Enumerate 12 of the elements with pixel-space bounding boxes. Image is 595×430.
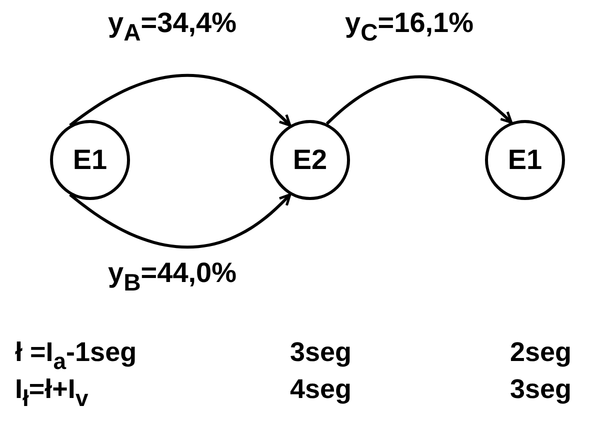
arrow (69, 193, 292, 249)
time-note: ł =I$_{a}$-1seg (15, 338, 137, 368)
arrow (326, 75, 513, 125)
time-note: 3seg (290, 338, 352, 368)
time-note: 4seg (290, 375, 352, 405)
state-label: E2 (292, 144, 328, 176)
time-note: 2seg (510, 338, 572, 368)
time-note: I$_{ł}$=ł+I$_{v}$ (15, 375, 88, 405)
arrow (69, 74, 292, 127)
time-note: 3seg (510, 375, 572, 405)
state-label: E1 (72, 144, 108, 176)
state-label: E1 (508, 144, 542, 176)
